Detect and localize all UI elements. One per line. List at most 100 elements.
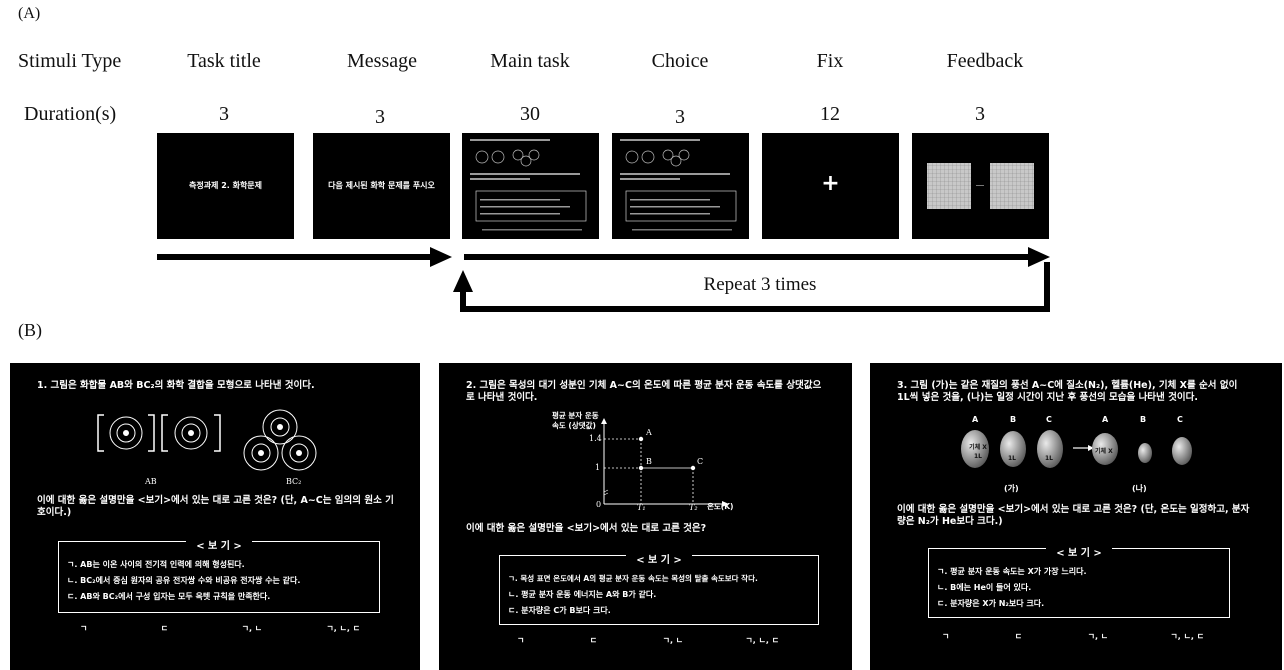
duration-message: 3 xyxy=(375,106,385,128)
q2-xtick-t2: T₂ xyxy=(689,503,698,512)
q3-balloon-b1-text: 1L xyxy=(1008,455,1016,462)
q3-balloon-figure xyxy=(961,430,1192,468)
q2-xlabel: 온도(K) xyxy=(707,502,734,511)
q3-item-2: ㄴ. B에는 He이 들어 있다. xyxy=(937,583,1032,592)
repeat-label: Repeat 3 times xyxy=(703,274,817,295)
section-a-label: (A) xyxy=(18,5,41,22)
q2-choice-2[interactable]: ㄷ xyxy=(589,636,598,645)
stage-header-choice: Choice xyxy=(651,50,709,72)
q2-item-2: ㄴ. 평균 분자 운동 에너지는 A와 B가 같다. xyxy=(508,590,657,599)
duration-fix: 12 xyxy=(820,103,840,125)
duration-main-task: 30 xyxy=(520,103,540,125)
fixation-cross: + xyxy=(821,171,840,196)
q2-xtick-t1: T₁ xyxy=(637,503,646,512)
message-screen-text: 다음 제시된 화학 문제를 푸시오 xyxy=(328,181,435,190)
q2-choice-3[interactable]: ㄱ, ㄴ xyxy=(662,636,684,645)
question-3-panel: 3. 그림 (가)는 같은 재질의 풍선 A~C에 질소(N₂), 헬륨(He)… xyxy=(870,363,1282,670)
q3-bogi-box: < 보 기 > ㄱ. 평균 분자 운동 속도는 X가 가장 느리다. ㄴ. B에… xyxy=(928,548,1230,618)
main-task-miniature xyxy=(470,139,587,231)
q1-choice-3[interactable]: ㄱ, ㄴ xyxy=(241,624,263,633)
q1-choice-1[interactable]: ㄱ xyxy=(80,624,88,633)
question-1-panel: 1. 그림은 화합물 AB와 BC₂의 화학 결합을 모형으로 나타낸 것이다.… xyxy=(10,363,420,670)
q1-bogi-box: < 보 기 > ㄱ. AB는 이온 사이의 전기적 인력에 의해 형성된다. ㄴ… xyxy=(58,541,380,613)
q3-balloon-c1 xyxy=(1037,430,1063,468)
q3-label-b2: B xyxy=(1140,415,1147,424)
q2-choice-1[interactable]: ㄱ xyxy=(517,636,525,645)
q3-balloon-b2 xyxy=(1138,443,1152,463)
q3-prompt: 이에 대한 옳은 설명만을 <보기>에서 있는 대로 고른 것은? (단, 온도… xyxy=(897,504,1250,527)
q3-balloon-c2 xyxy=(1172,437,1192,465)
q1-atom-model-figure xyxy=(97,409,317,471)
feedback-screen xyxy=(912,133,1049,239)
q1-item-2: ㄴ. BC₂에서 중심 원자의 공유 전자쌍 수와 비공유 전자쌍 수는 같다. xyxy=(67,576,301,585)
q2-ytick-1: 1 xyxy=(595,463,601,472)
q1-label-ab: AB xyxy=(145,477,157,486)
q3-balloon-c1-text: 1L xyxy=(1045,455,1053,462)
q1-choice-4[interactable]: ㄱ, ㄴ, ㄷ xyxy=(326,624,361,633)
message-screen: 다음 제시된 화학 문제를 푸시오 xyxy=(313,133,450,239)
arrow-head-main xyxy=(1028,247,1050,267)
arrow-head-repeat xyxy=(453,270,473,292)
stage-header-main-task: Main task xyxy=(490,50,570,72)
q3-balloon-a2 xyxy=(1092,433,1118,465)
q1-bogi-title: < 보 기 > xyxy=(186,541,252,552)
q3-choice-1[interactable]: ㄱ xyxy=(942,632,950,641)
q2-point-b xyxy=(638,465,644,471)
q2-ytick-1-4: 1.4 xyxy=(589,434,602,443)
q3-bogi-title: < 보 기 > xyxy=(1046,548,1112,559)
q2-ylabel: 평균 분자 운동 속도 (상댓값) xyxy=(552,411,599,430)
q3-balloon-a1 xyxy=(961,430,989,468)
choice-miniature xyxy=(620,139,737,231)
q3-choice-3[interactable]: ㄱ, ㄴ xyxy=(1087,632,1109,641)
q2-point-c xyxy=(690,465,696,471)
q1-question: 1. 그림은 화합물 AB와 BC₂의 화학 결합을 모형으로 나타낸 것이다. xyxy=(37,380,315,391)
choice-screen xyxy=(612,133,749,239)
q1-choices: ㄱ ㄷ ㄱ, ㄴ ㄱ, ㄴ, ㄷ xyxy=(80,623,360,634)
q3-item-1: ㄱ. 평균 분자 운동 속도는 X가 가장 느리다. xyxy=(937,567,1087,576)
q2-choices: ㄱ ㄷ ㄱ, ㄴ ㄱ, ㄴ, ㄷ xyxy=(517,635,779,646)
q1-choice-2[interactable]: ㄷ xyxy=(160,624,169,633)
q2-question: 2. 그림은 목성의 대기 성분인 기체 A~C의 온도에 따른 평균 분자 운… xyxy=(466,380,822,403)
q3-label-c2: C xyxy=(1177,415,1183,424)
q2-item-3: ㄷ. 분자량은 C가 B보다 크다. xyxy=(508,606,611,615)
stage-header-feedback: Feedback xyxy=(946,50,1024,72)
q3-fig-ga: (가) xyxy=(1004,484,1019,493)
q3-balloon-b1 xyxy=(1000,431,1026,467)
main-task-screen xyxy=(462,133,599,239)
question-2-panel: 2. 그림은 목성의 대기 성분인 기체 A~C의 온도에 따른 평균 분자 운… xyxy=(439,363,852,670)
q2-label-b: B xyxy=(646,457,652,466)
q3-balloon-a1-text: 기체 X 1L xyxy=(969,444,987,460)
q2-speed-graph xyxy=(601,418,729,507)
q2-choice-4[interactable]: ㄱ, ㄴ, ㄷ xyxy=(745,636,780,645)
q2-label-a: A xyxy=(646,428,652,437)
task-title-screen-text: 측정과제 2. 화학문제 xyxy=(188,181,263,190)
q3-label-b1: B xyxy=(1010,415,1017,424)
q3-label-a1: A xyxy=(972,415,979,424)
duration-feedback: 3 xyxy=(975,103,985,125)
section-b-label: (B) xyxy=(18,320,42,340)
q2-bogi-box: < 보 기 > ㄱ. 목성 표면 온도에서 A의 평균 분자 운동 속도는 목성… xyxy=(499,555,819,625)
q3-choices: ㄱ ㄷ ㄱ, ㄴ ㄱ, ㄴ, ㄷ xyxy=(942,631,1204,642)
q3-question: 3. 그림 (가)는 같은 재질의 풍선 A~C에 질소(N₂), 헬륨(He)… xyxy=(897,380,1238,403)
q3-choice-2[interactable]: ㄷ xyxy=(1014,632,1023,641)
q1-label-bc2: BC₂ xyxy=(286,477,302,486)
stage-header-fix: Fix xyxy=(816,50,844,72)
feedback-grids xyxy=(927,163,1034,209)
arrow-head-first xyxy=(430,247,452,267)
fix-screen: + xyxy=(762,133,899,239)
q3-balloon-a2-text: 기체 X xyxy=(1095,448,1113,455)
stimuli-type-label: Stimuli Type xyxy=(18,50,122,72)
q2-label-c: C xyxy=(697,457,704,466)
q2-origin: 0 xyxy=(596,500,602,509)
q3-choice-4[interactable]: ㄱ, ㄴ, ㄷ xyxy=(1170,632,1205,641)
q1-item-3: ㄷ. AB와 BC₂에서 구성 입자는 모두 옥텟 규칙을 만족한다. xyxy=(67,592,271,601)
q2-bogi-title: < 보 기 > xyxy=(626,555,692,566)
task-title-screen: 측정과제 2. 화학문제 xyxy=(157,133,294,239)
q3-fig-na: (나) xyxy=(1132,484,1147,493)
duration-choice: 3 xyxy=(675,106,685,128)
q2-point-a xyxy=(638,436,644,442)
stage-header-message: Message xyxy=(347,50,417,72)
q3-label-a2: A xyxy=(1102,415,1109,424)
flow-arrows xyxy=(157,247,1050,312)
q3-label-c1: C xyxy=(1046,415,1052,424)
